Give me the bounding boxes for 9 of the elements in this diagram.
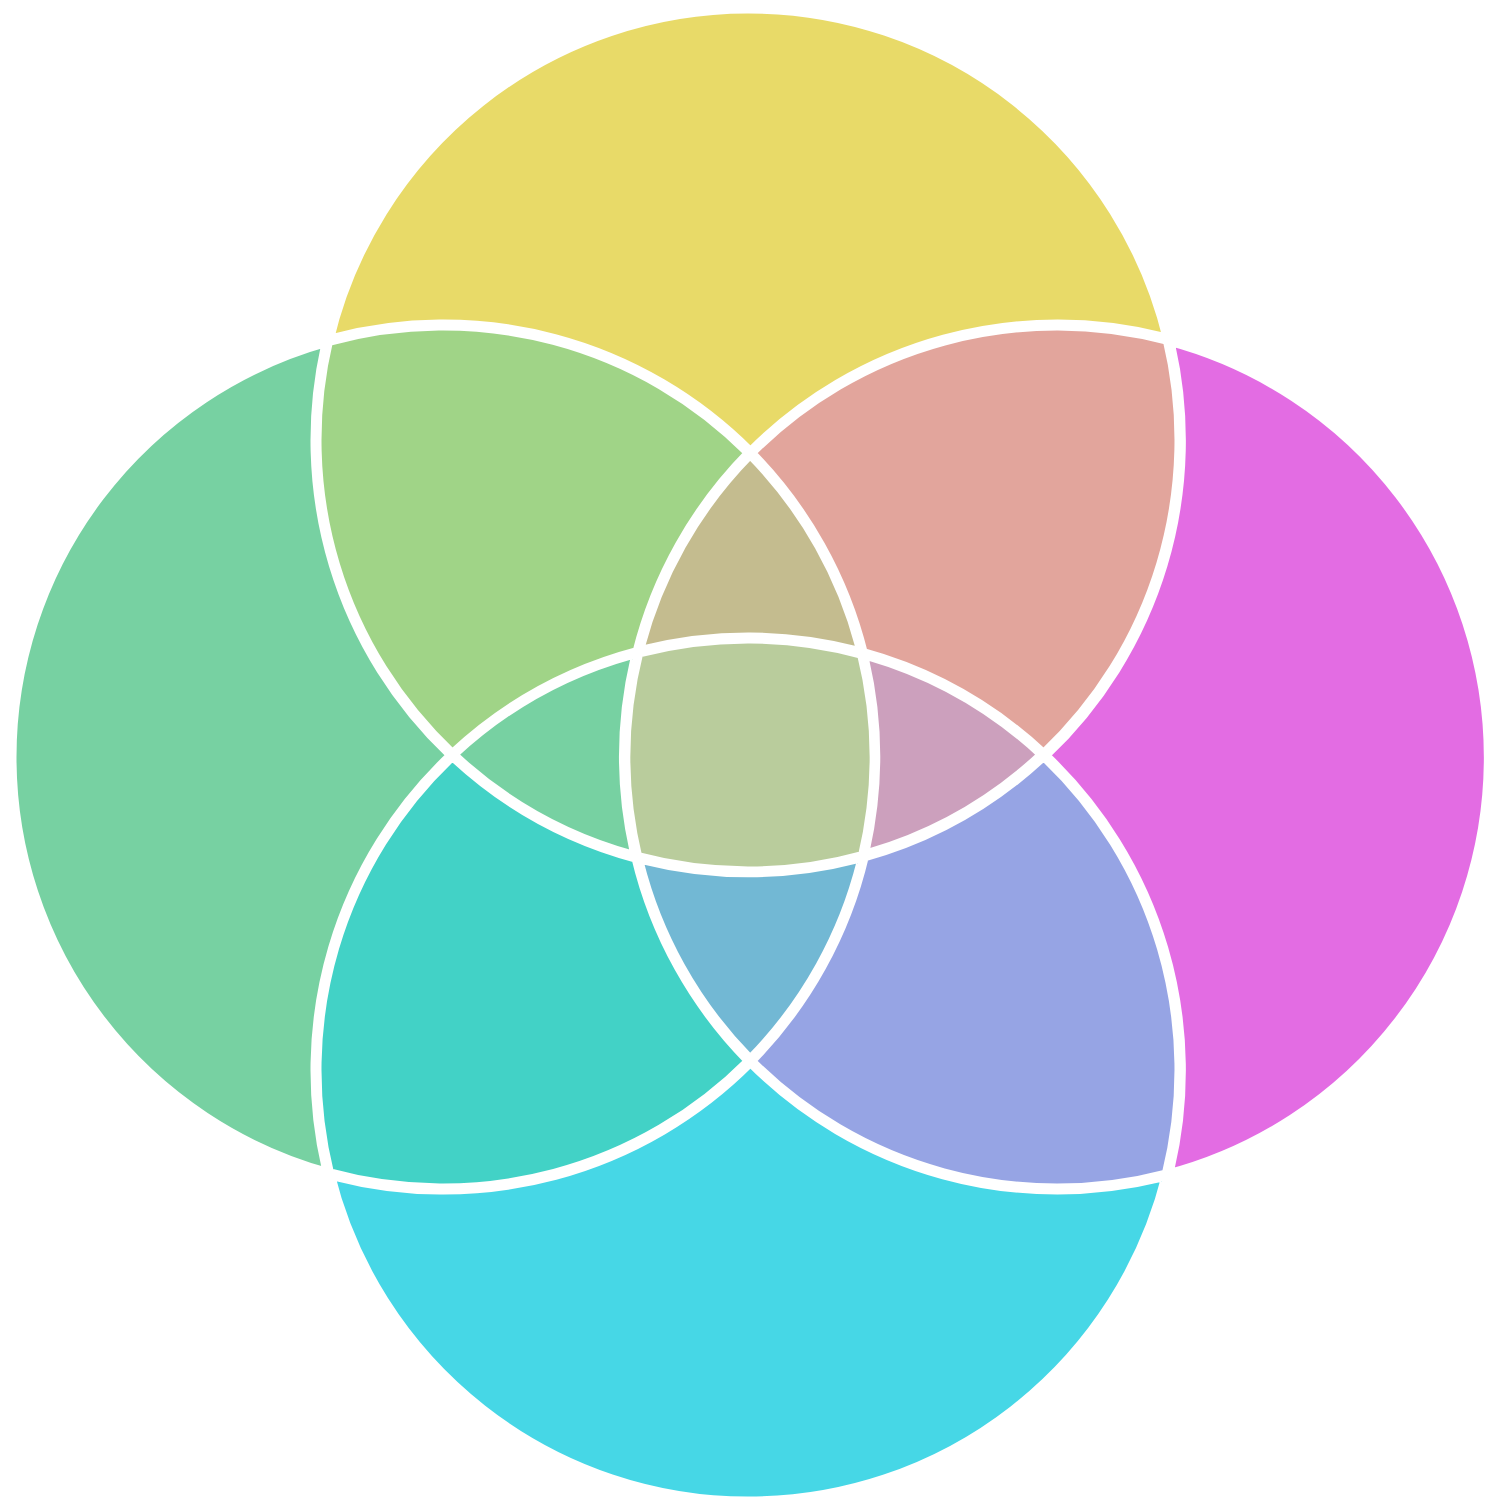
venn-region [755, 330, 1175, 750]
venn-region [457, 657, 633, 853]
venn-region [642, 458, 858, 649]
venn-region [641, 861, 859, 1056]
venn-region [321, 760, 745, 1184]
venn-region [630, 643, 870, 867]
venn-region [755, 760, 1175, 1184]
venn-region [332, 13, 1164, 449]
venn-region [321, 330, 745, 750]
